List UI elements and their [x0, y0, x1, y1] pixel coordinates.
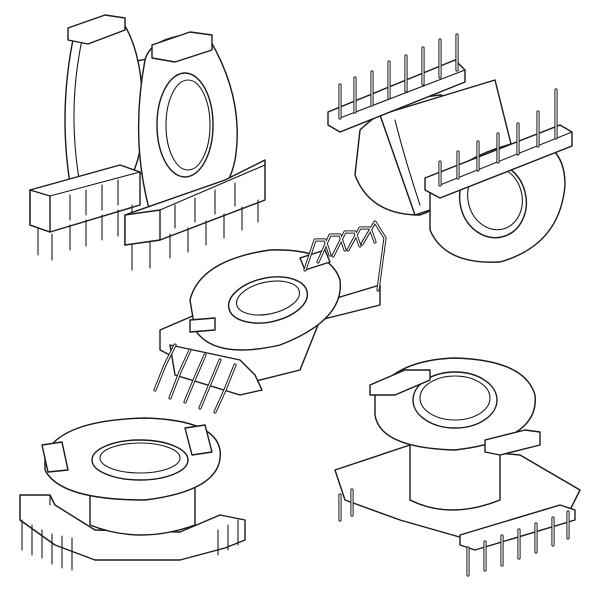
bobbin-bottom-right [334, 357, 581, 577]
bobbin-bottom-left [19, 417, 246, 571]
bobbin-top-right [327, 33, 573, 263]
bobbin-top-left [29, 14, 266, 271]
bobbin-center [153, 220, 387, 414]
